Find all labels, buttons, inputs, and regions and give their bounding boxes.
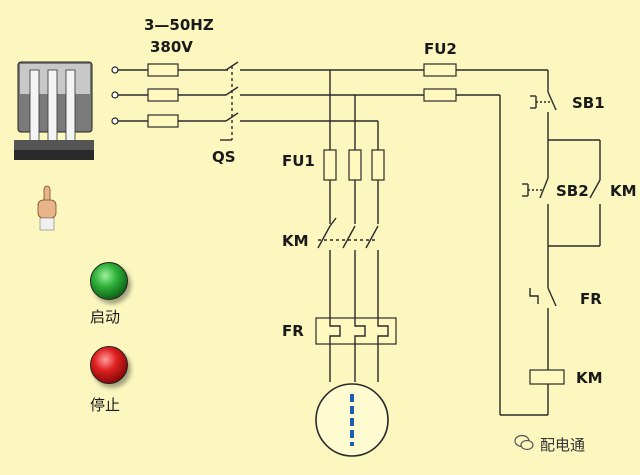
fr-contact-label: FR: [580, 290, 602, 308]
motor-icon: [315, 383, 389, 457]
fu1-label: FU1: [282, 152, 315, 170]
qs-switch: [208, 61, 378, 141]
supply-lines: [111, 63, 208, 128]
watermark-text: 配电通: [540, 436, 586, 454]
control-circuit: [330, 63, 601, 416]
km-main-label: KM: [282, 232, 309, 250]
supply-label-frequency: 3—50HZ: [144, 16, 214, 34]
pointing-hand-icon: [37, 185, 57, 231]
stop-button-label: 停止: [90, 396, 121, 414]
main-circuit: [315, 70, 397, 382]
km-aux-label: KM: [610, 182, 637, 200]
knife-switch-icon[interactable]: [14, 61, 94, 160]
wechat-icon: [514, 434, 534, 451]
km-coil-label: KM: [576, 369, 603, 387]
sb1-label: SB1: [572, 94, 605, 112]
fr-main-label: FR: [282, 322, 304, 340]
sb2-label: SB2: [556, 182, 589, 200]
start-button-label: 启动: [90, 308, 121, 326]
stop-button[interactable]: [90, 346, 128, 384]
fu2-label: FU2: [424, 40, 457, 58]
supply-label-voltage: 380V: [150, 38, 193, 56]
qs-label: QS: [212, 148, 236, 166]
start-button[interactable]: [90, 262, 128, 300]
